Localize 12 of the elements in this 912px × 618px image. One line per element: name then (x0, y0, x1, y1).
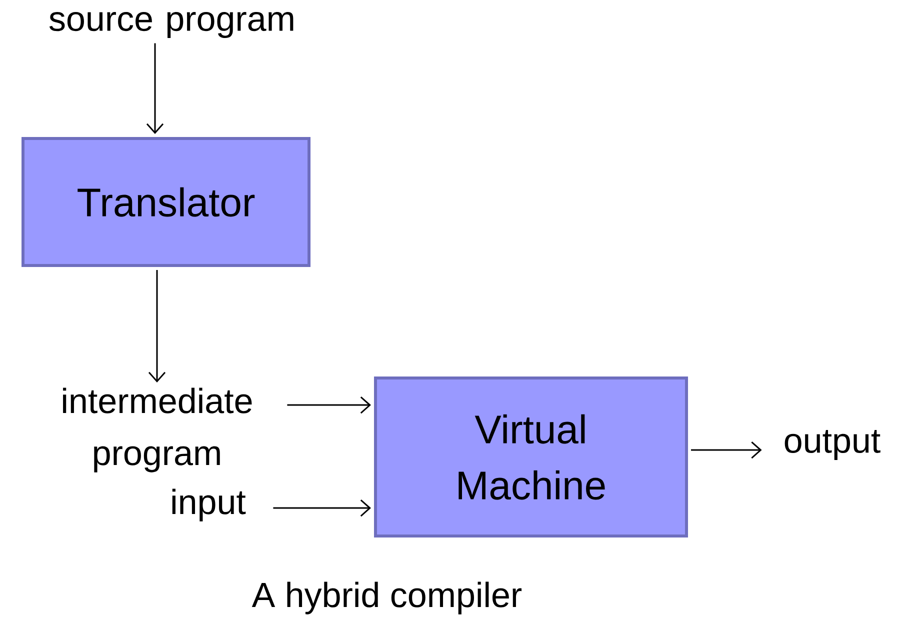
arrow (287, 396, 371, 414)
text-label: intermediate program (63, 388, 252, 472)
process-box: Virtual Machine (374, 376, 688, 538)
text-label: source program (49, 12, 294, 38)
text-label: output (784, 430, 880, 460)
arrow (146, 43, 164, 134)
text-label: input (172, 488, 246, 522)
arrow (148, 270, 166, 382)
process-box: Translator (22, 137, 310, 267)
arrow (691, 441, 762, 459)
caption: A hybrid compiler (252, 582, 522, 614)
arrow (273, 499, 371, 517)
